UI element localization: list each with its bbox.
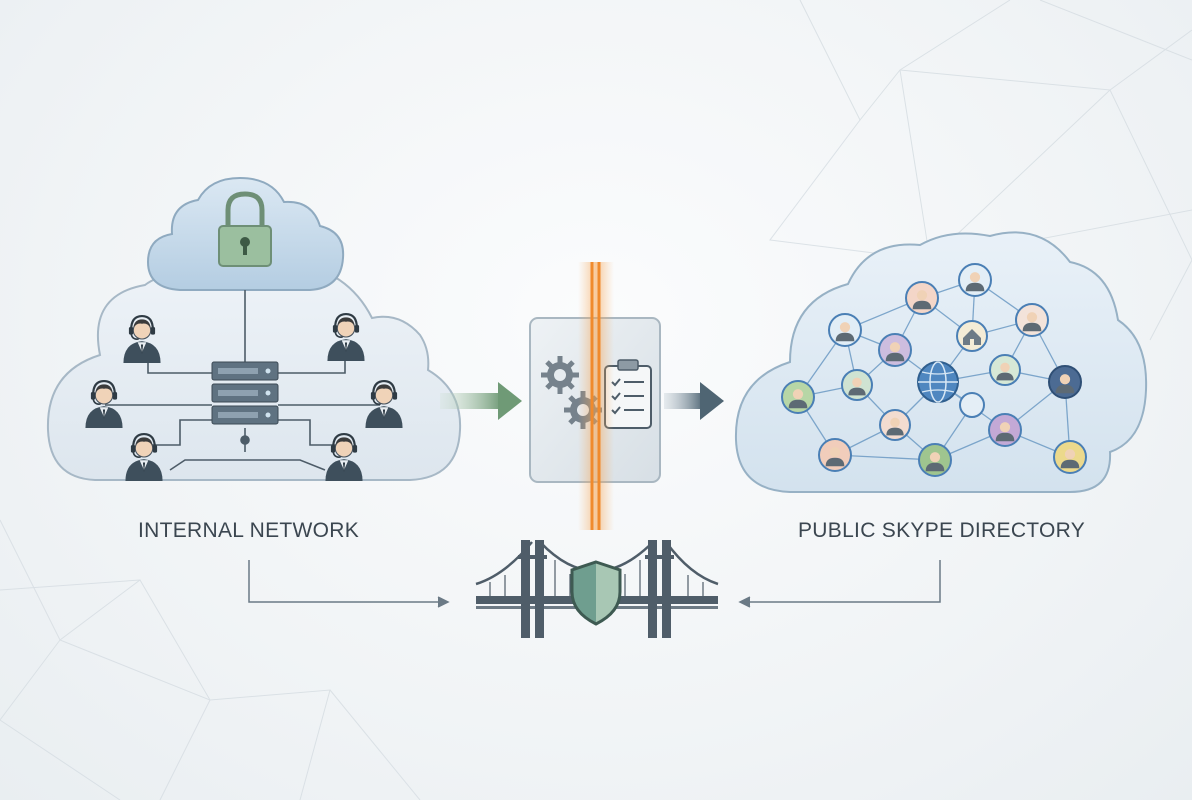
label-connector-right xyxy=(738,560,941,608)
contact-node xyxy=(1015,303,1049,337)
contact-node xyxy=(988,413,1022,447)
outbound-arrow xyxy=(664,382,724,420)
directory-nodes xyxy=(781,263,1087,477)
contact-node xyxy=(879,409,911,441)
server-rack-icon xyxy=(211,361,279,425)
contact-node xyxy=(878,333,912,367)
home-icon xyxy=(956,320,988,352)
secure-cloud xyxy=(146,176,345,291)
contact-node xyxy=(841,369,873,401)
inbound-arrow xyxy=(440,382,522,420)
internal-connection-lines xyxy=(105,290,380,471)
public-directory-label: PUBLIC SKYPE DIRECTORY xyxy=(798,519,1086,542)
contact-node xyxy=(959,392,985,418)
globe-icon xyxy=(917,361,959,403)
padlock-icon xyxy=(218,191,272,267)
contact-node xyxy=(828,313,862,347)
shield-icon xyxy=(570,560,622,626)
contact-node xyxy=(905,281,939,315)
contact-node xyxy=(781,380,815,414)
contact-node xyxy=(1053,440,1087,474)
contact-node xyxy=(958,263,992,297)
contact-node xyxy=(1048,365,1082,399)
contact-node xyxy=(918,443,952,477)
label-connector-left xyxy=(248,560,450,608)
internal-network-label: INTERNAL NETWORK xyxy=(138,519,360,542)
contact-node xyxy=(989,354,1021,386)
contact-node xyxy=(818,438,852,472)
firewall-line xyxy=(578,262,614,530)
